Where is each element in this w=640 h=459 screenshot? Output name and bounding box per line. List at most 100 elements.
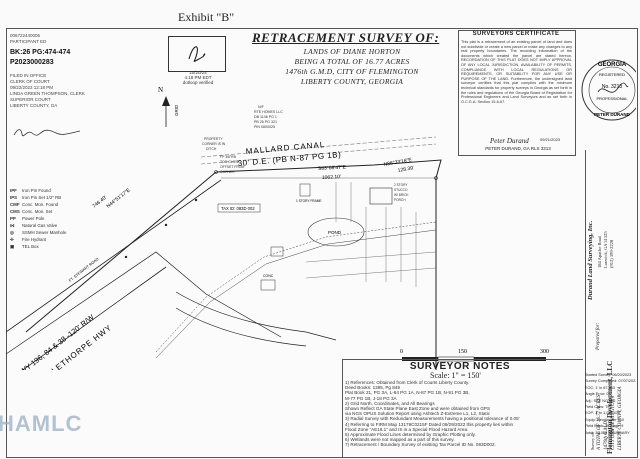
recording-line: LIBERTY COUNTY, GA — [10, 103, 58, 108]
surveyor-notes-box — [342, 359, 583, 457]
note-item: 1) References: Obtained from Clerk of Co… — [345, 380, 470, 385]
plat-sheet-border — [6, 28, 638, 458]
legend-item: ▣TEL Box — [10, 243, 100, 250]
survey-info-line: EOP: 1' in 1,017,478 — [585, 411, 620, 416]
survey-info-line: Field Crew: TP — [585, 405, 611, 410]
fp-note: TOO CLOSE — [220, 160, 240, 164]
firm-name: Durand Land Surveying, Inc. — [587, 220, 594, 300]
note-item: via NGS OPUS Solution Report using Ashte… — [345, 411, 491, 417]
seal-text: GEORGIA — [598, 62, 627, 68]
note-item: 5) Approximate Flood Lines determined by… — [345, 432, 476, 438]
dotloop-caption: 10/20/24 4.18 PM EDT dotloop verified — [170, 70, 226, 85]
house-outline — [369, 187, 393, 205]
surveyor-seal: GEORGIA REGISTERED No. 3213 PROFESSIONAL… — [581, 59, 636, 121]
recording-type: PARTICIPANT ED — [10, 39, 47, 44]
certificate-text: This plat is a retracement of an existin… — [461, 40, 572, 104]
grid-label: GRID — [174, 104, 179, 116]
note-item: Shown Reflect GA State Plane East Zone a… — [345, 406, 491, 412]
survey-info-line: Angle Error: 03" — [585, 392, 612, 397]
tel-box-icon: ▣ — [10, 244, 15, 249]
distance-2: 128.39' — [397, 165, 414, 174]
note-item: 4) Referring to FIRM Map 13179C0215F Dat… — [345, 421, 514, 427]
fp-note: OFFSET FROM — [220, 165, 244, 169]
surveyor-name: PETER DURAND, GA RLS 3213 — [485, 146, 551, 151]
legend-label: Natural Gas Valve — [22, 223, 58, 228]
corner-note: DITCH — [206, 147, 217, 151]
recording-doc-number: P2023000283 — [10, 59, 54, 66]
survey-info: Started Survey: 06/20/2023 Survey Comple… — [585, 372, 636, 436]
legend-symbol: IPF — [10, 188, 17, 193]
manhole-icon: ◎ — [10, 230, 14, 235]
fire-hydrant-icon: ✣ — [10, 237, 14, 242]
house-label: STUCCO — [394, 188, 408, 192]
survey-info-line: Started Survey: 06/20/2023 — [585, 373, 632, 377]
legend-label: SSMH Sewer Manhole — [22, 230, 67, 235]
legend-symbol: CMF — [10, 202, 20, 207]
title-block: Durand Land Surveying, Inc. 184 Apache R… — [585, 150, 637, 456]
corner-note: PROPERTY — [204, 137, 223, 141]
owner-north-line: RTE HOMES LLC — [254, 110, 283, 114]
fp-note: CORNER — [220, 170, 235, 174]
north-label: N — [158, 86, 163, 94]
fp-note: FP 3/8"RB — [220, 155, 237, 159]
survey-map: N GRID MALLARD CANAL 30' D.E. (PB N-87 P… — [6, 86, 442, 370]
title-line-1: LANDS OF DIANE HORTON — [303, 47, 401, 56]
surveyor-certificate-box — [458, 30, 576, 156]
recording-book-page: BK:26 PG:474-474 — [10, 49, 71, 56]
legend-item: IPF Iron Pin Found — [10, 187, 100, 194]
scale-caption: Scale: 1" = 150' — [430, 371, 481, 380]
survey-info-line: Equip: Geodimeter 610 — [585, 417, 625, 422]
legend-label: Power Pole — [22, 216, 45, 221]
legend-symbol: CMS — [10, 209, 20, 214]
legend-item: ◎ SSMH Sewer Manhole — [10, 229, 100, 236]
note-item: Deed Books: 1395, Pg 849 — [345, 385, 400, 391]
surveyor-signature: Peter Durand — [490, 137, 529, 145]
owner-north-line: N/F — [258, 105, 265, 109]
firm-address-1: 184 Apache Road — [597, 236, 602, 268]
conc-label: CONC — [263, 274, 274, 278]
bearing-2: N86°33'16"E — [383, 157, 413, 168]
house-label: PORCH — [394, 198, 406, 202]
recording-line: FILED IN OFFICE — [10, 73, 47, 78]
house-label: W/ BRICK — [394, 193, 409, 197]
note-item: 3) Radial Survey with Redundant Measurem… — [345, 416, 520, 422]
legend-item: PP Power Pole — [10, 215, 100, 222]
note-item: Flood Zone "AE18.1" and IS in a Special … — [345, 426, 469, 432]
seal-text: REGISTERED — [599, 72, 625, 77]
recording-doc-id: 006722440005 — [10, 33, 41, 38]
legend-label: Iron Pin Set 1/2" RB — [22, 195, 62, 200]
tax-id: TAX ID: 083D 002 — [221, 206, 255, 211]
sig-time: 4.18 PM EDT — [184, 75, 212, 80]
recording-line: SUPERIOR COURT — [10, 97, 51, 102]
exhibit-label: Exhibit "B" — [178, 10, 235, 24]
scale-tick-label: 0 — [400, 349, 403, 355]
owner-north-line: DB 1146 PG 1 — [254, 115, 277, 119]
seal-text: PETER DURAND — [594, 112, 631, 117]
scale-tick-label: 300 — [540, 349, 549, 355]
prepared-for-label: Prepared for: — [596, 322, 601, 350]
dotloop-signature-box — [168, 36, 226, 72]
seal-text: PROFESSIONAL — [596, 96, 628, 101]
survey-title: RETRACEMENT SURVEY OF: — [252, 30, 440, 45]
legend-label: Iron Pin Found — [22, 188, 51, 193]
boundary-line — [215, 159, 442, 370]
seal-text: No. 3213 — [602, 84, 623, 90]
legend-label: Conc. Mon. Found — [22, 202, 59, 207]
frame-label: 1 STORY FRAME — [296, 199, 322, 203]
legend-item: ⋈Natural Gas Valve — [10, 222, 100, 229]
surveyor-notes-heading: SURVEYOR NOTES — [409, 361, 511, 372]
clerk-signature — [13, 129, 81, 137]
legend-label: Conc. Mon. Set — [22, 209, 53, 214]
survey-info-line: EOC: 1' in 67,433 — [585, 385, 615, 390]
sig-date: 10/20/24 — [189, 70, 207, 75]
legend-label: Fire Hydrant — [22, 237, 47, 242]
north-arrow-icon: N GRID — [158, 86, 179, 127]
owner-north-line: PB 26 PG 321 — [254, 120, 277, 124]
legend-item: ✣ Fire Hydrant — [10, 236, 100, 243]
recording-stamp: 006722440005 PARTICIPANT ED BK:26 PG:474… — [10, 33, 88, 109]
legend-symbol: PP — [10, 216, 16, 221]
